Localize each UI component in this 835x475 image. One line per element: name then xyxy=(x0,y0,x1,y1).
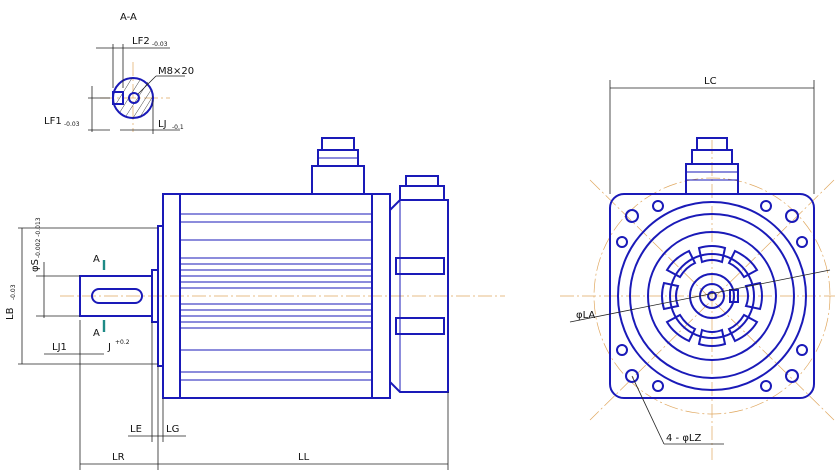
front-boss-ring xyxy=(629,213,795,379)
lj1-label: LJ1 xyxy=(52,342,67,353)
spoke-windows xyxy=(661,245,763,347)
section-mark-bottom-label: A xyxy=(93,328,100,339)
ll-label: LL xyxy=(298,452,310,463)
lb-tolerance: -0.03 xyxy=(10,284,17,300)
j-tolerance: +0.2 xyxy=(115,339,130,346)
lb-label: LB xyxy=(5,307,16,320)
encoder-connector-top xyxy=(405,175,439,187)
lj-label: LJ xyxy=(158,119,167,130)
s-label: φS xyxy=(30,259,41,272)
power-connector-top xyxy=(321,137,355,151)
front-shaft-hole xyxy=(707,291,717,301)
encoder-rib-top xyxy=(395,257,445,275)
body-fins xyxy=(180,213,372,381)
encoder-rib-bottom xyxy=(395,317,445,335)
lz-label: 4 - φLZ xyxy=(666,433,701,444)
front-view: LC φLA 4 - φLZ xyxy=(560,76,835,460)
keyway xyxy=(91,288,143,304)
lf2-tolerance: -0.03 xyxy=(152,41,168,48)
front-flange xyxy=(609,193,815,399)
le-label: LE xyxy=(130,424,142,435)
lj-tolerance: -0.1 xyxy=(172,124,184,131)
tapped-hole xyxy=(128,92,140,104)
lf2-label: LF2 xyxy=(132,36,150,47)
lc-label: LC xyxy=(704,76,717,87)
front-inner-ring-outer xyxy=(647,231,777,361)
front-shaft-ring xyxy=(689,273,735,319)
side-view: A A J +0.2 LB -0.03 φS -0.002 -0.013 LJ1… xyxy=(5,137,505,470)
section-mark-top-label: A xyxy=(93,254,100,265)
m8-label: M8×20 xyxy=(158,66,194,77)
j-label: J xyxy=(107,342,111,353)
encoder-connector-base xyxy=(399,185,445,201)
key-slot xyxy=(112,91,124,105)
front-connector-top xyxy=(696,137,728,151)
front-key xyxy=(729,289,739,303)
lf1-tolerance: -0.03 xyxy=(64,121,80,128)
front-inner-ring xyxy=(669,253,755,339)
lr-label: LR xyxy=(112,452,125,463)
la-label: φLA xyxy=(576,310,595,321)
s-tolerance: -0.002 -0.013 xyxy=(35,217,42,258)
section-a-a: A-A LF2 -0.03 M8×20 LF1 -0.03 LJ xyxy=(44,12,194,134)
front-boss-outer xyxy=(617,201,807,391)
lf1-label: LF1 xyxy=(44,116,62,127)
lg-label: LG xyxy=(166,424,179,435)
power-connector-base xyxy=(311,165,365,195)
section-title: A-A xyxy=(120,12,137,23)
mounting-holes xyxy=(616,200,808,392)
